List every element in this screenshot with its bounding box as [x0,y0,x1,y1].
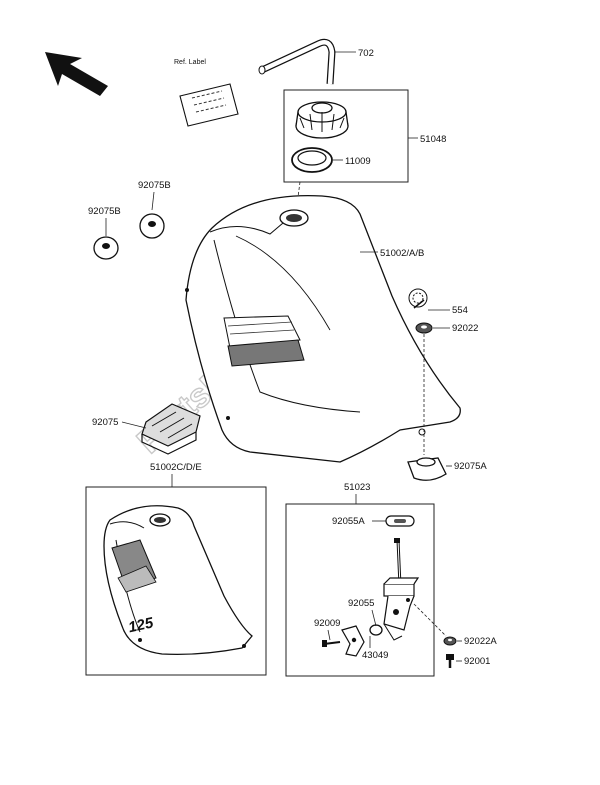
callout-92075b-upper: 92075B [138,180,171,191]
tap-gasket-part [385,515,415,527]
rubber-cushion-part-upper [139,213,165,239]
tap-bolt-part [446,654,454,668]
callout-92022: 92022 [452,323,478,334]
callout-92075: 92075 [92,417,118,428]
reference-label-part: Ref. Label [174,59,239,127]
callout-92001: 92001 [464,656,490,667]
tank-emblem-part [408,288,428,309]
callout-92075a: 92075A [454,461,487,472]
fuel-cap-assembly-box [283,89,409,183]
fuel-tap-part [383,538,420,641]
tap-screw-part [322,640,341,647]
callout-51002-a-b: 51002/A/B [380,248,424,259]
tank-decal-text: 125 [127,614,156,636]
variant-tank-box [85,486,267,676]
callout-51023: 51023 [344,482,370,493]
callout-92075b-lower: 92075B [88,206,121,217]
breather-hose-part [258,38,336,85]
callout-51002c-d-e: 51002C/D/E [150,462,202,473]
rear-damper-part [407,457,447,481]
callout-92009: 92009 [314,618,340,629]
tap-washer-part [443,636,457,646]
direction-arrow-icon [45,52,108,96]
washer-part [415,322,433,334]
callout-554: 554 [452,305,468,316]
callout-702: 702 [358,48,374,59]
ref-label-text: Ref. Label [174,59,206,66]
o-ring-part [369,624,383,636]
callout-92022a: 92022A [464,636,497,647]
fuel-tap-assembly-box [285,503,435,677]
callout-11009: 11009 [345,156,371,167]
callout-43049: 43049 [362,650,388,661]
tap-lever-part [341,625,365,657]
fuel-cap-gasket-part [291,147,333,173]
front-damper-part [141,403,201,455]
fuel-cap-part [295,101,349,139]
callout-92055a: 92055A [332,516,365,527]
variant-fuel-tank-part [103,505,253,656]
rubber-cushion-part-lower [93,236,119,260]
fuel-tank-part [185,194,461,463]
callout-92055: 92055 [348,598,374,609]
callout-51048: 51048 [420,134,446,145]
